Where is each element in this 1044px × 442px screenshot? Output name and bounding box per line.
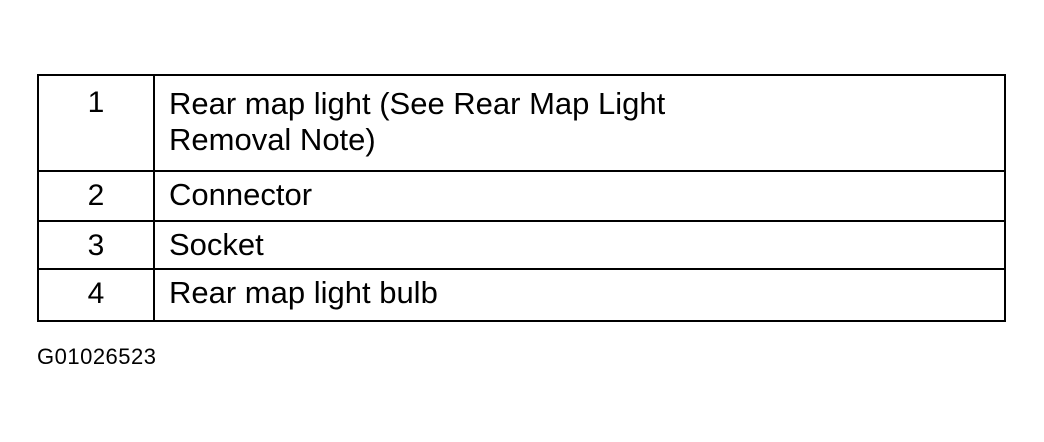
table-row: 3 Socket — [39, 222, 1004, 270]
parts-legend-table: 1 Rear map light (See Rear Map Light Rem… — [37, 74, 1006, 322]
table-row: 4 Rear map light bulb — [39, 270, 1004, 320]
table-row: 1 Rear map light (See Rear Map Light Rem… — [39, 76, 1004, 172]
column-divider — [153, 76, 155, 320]
item-number: 1 — [87, 86, 105, 119]
item-description-line: Rear map light (See Rear Map Light — [169, 86, 666, 121]
item-description-line: Removal Note) — [169, 122, 376, 157]
item-description-line: Connector — [169, 177, 313, 212]
table-row: 2 Connector — [39, 172, 1004, 222]
item-number: 2 — [87, 179, 105, 212]
item-number: 3 — [87, 229, 105, 262]
item-number: 4 — [87, 277, 105, 310]
item-description: Socket — [169, 227, 992, 263]
item-description: Rear map light (See Rear Map Light Remov… — [169, 86, 992, 158]
item-description-line: Rear map light bulb — [169, 275, 438, 310]
item-description: Connector — [169, 177, 992, 213]
item-description: Rear map light bulb — [169, 275, 992, 311]
item-description-line: Socket — [169, 227, 264, 262]
figure-code: G01026523 — [37, 344, 157, 369]
